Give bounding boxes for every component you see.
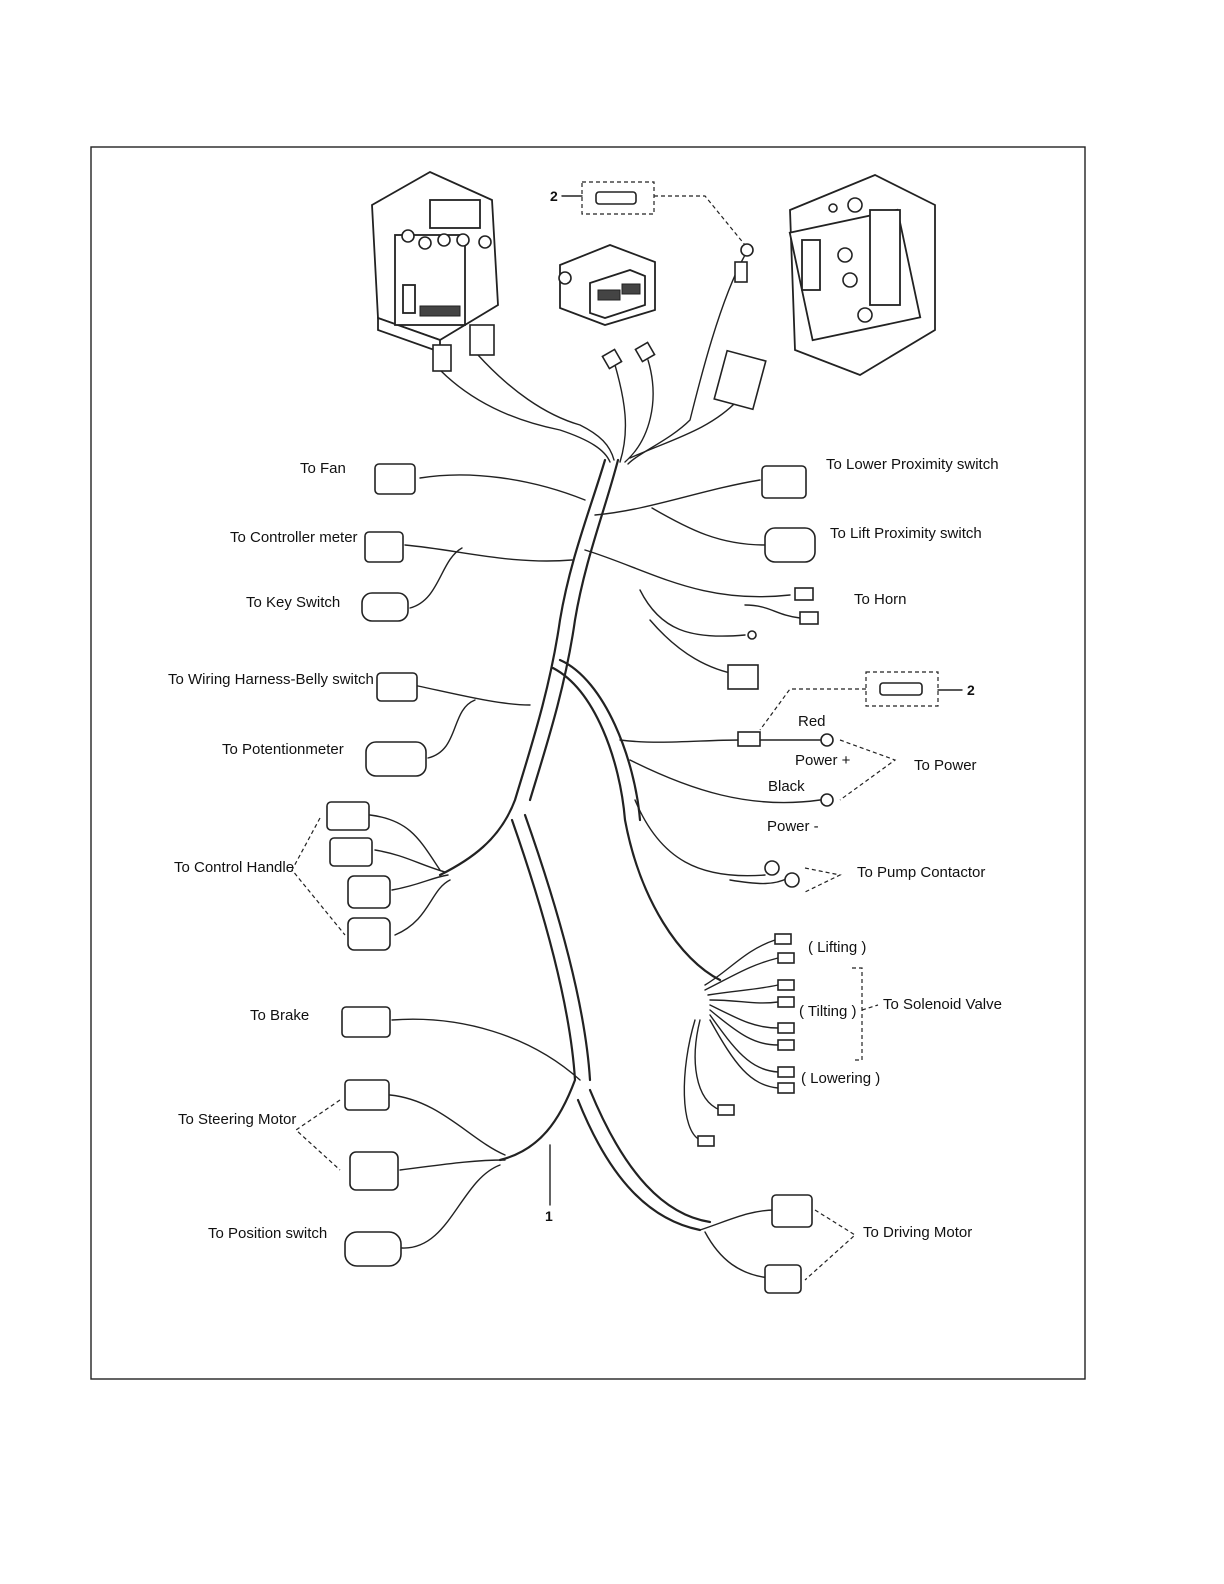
control-handle-bracket (291, 817, 346, 936)
label-belly-switch: To Wiring Harness-Belly switch (168, 671, 374, 688)
fuse-callout-number-top: 2 (550, 188, 558, 204)
label-solenoid-valve: To Solenoid Valve (883, 996, 1002, 1013)
diagram-frame (90, 146, 1086, 1380)
steering-motor-bracket (295, 1099, 341, 1171)
label-fan: To Fan (300, 460, 346, 477)
harness-trunk (438, 458, 722, 1232)
label-driving-motor: To Driving Motor (863, 1224, 972, 1241)
label-steering-motor: To Steering Motor (178, 1111, 296, 1128)
label-power-minus: Power - (767, 818, 819, 835)
label-red: Red (798, 713, 826, 730)
label-controller-meter: To Controller meter (230, 529, 358, 546)
label-lifting: ( Lifting ) (808, 939, 866, 956)
label-tilting: ( Tilting ) (799, 1003, 857, 1020)
fuse-callout-number-right: 2 (967, 682, 975, 698)
fuse-callout-top: 2 (550, 181, 746, 246)
label-lower-proximity: To Lower Proximity switch (826, 456, 999, 473)
label-brake: To Brake (250, 1007, 309, 1024)
contactor-unit (558, 244, 656, 326)
label-pump-contactor: To Pump Contactor (857, 864, 985, 881)
label-lift-proximity: To Lift Proximity switch (830, 525, 982, 542)
label-position-switch: To Position switch (208, 1225, 327, 1242)
label-lowering: ( Lowering ) (801, 1070, 880, 1087)
label-power-plus: Power + (795, 752, 851, 769)
left-branches (326, 463, 586, 1267)
controller-unit (371, 170, 499, 354)
label-key-switch: To Key Switch (246, 594, 340, 611)
right-branches (584, 465, 897, 1294)
label-to-power: To Power (914, 757, 977, 774)
solenoid-terminals (697, 933, 795, 1147)
label-horn: To Horn (854, 591, 907, 608)
label-black: Black (768, 778, 805, 795)
fuse-callout-right: 2 (759, 671, 975, 731)
label-potentiometer: To Potentionmeter (222, 741, 344, 758)
top-wires (432, 243, 767, 465)
harness-callout-number: 1 (545, 1208, 553, 1224)
motor-controller-unit (788, 174, 936, 376)
label-control-handle: To Control Handle (174, 859, 294, 876)
